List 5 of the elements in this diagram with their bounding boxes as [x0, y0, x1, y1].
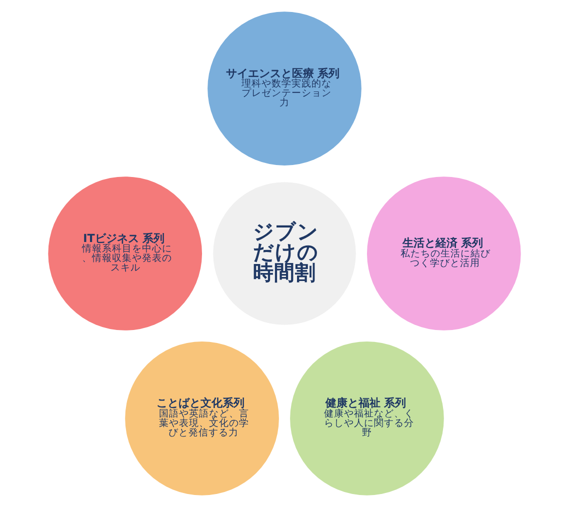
node-circle: 生活と経済 系列 私たちの生活に結びつく学びと活用	[366, 176, 521, 330]
node-circle: ITビジネス 系列 情報系科目を中心に、情報収集や発表のスキル	[48, 176, 202, 330]
node-circle: 健康と福祉 系列 健康や福祉など、くらしや人に関する分野	[290, 342, 444, 496]
node-circle: サイエンスと医療 系列 理科や数学実践的なプレゼンテーション力	[208, 12, 362, 166]
node-circle: ことばと文化系列 国語や英語など、言葉や表現、文化の学びと発信する力	[125, 342, 279, 496]
